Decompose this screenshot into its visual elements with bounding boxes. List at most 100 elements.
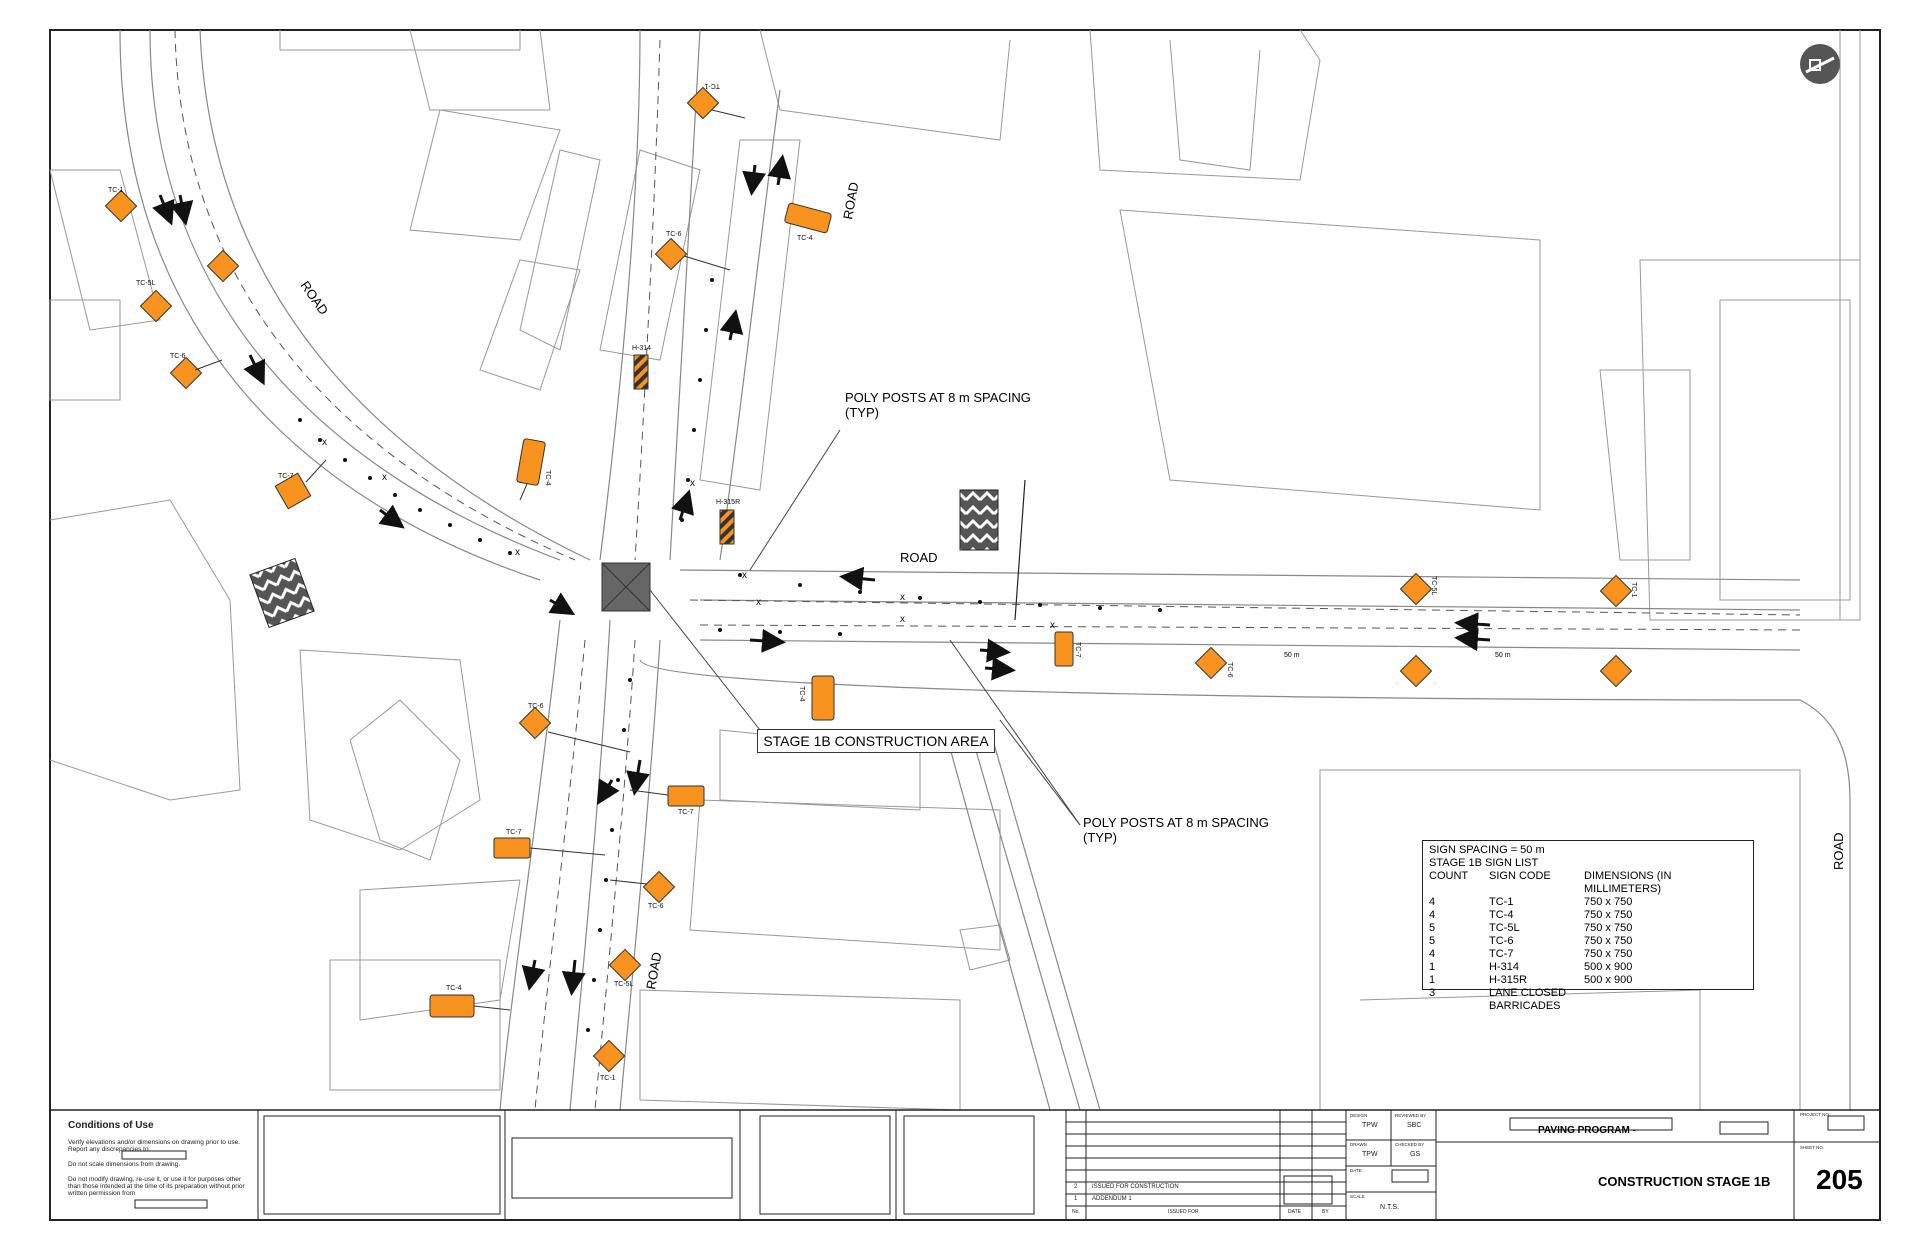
sign-tc6-s — [609, 870, 676, 904]
design-label: DESIGN — [1350, 1113, 1368, 1118]
label-tc5l-east: TC-5L — [1430, 576, 1437, 596]
label-tc4-west: TC-4 — [544, 470, 551, 486]
rev-header-by: BY — [1322, 1209, 1329, 1215]
svg-text:x: x — [900, 614, 905, 625]
sign-dimensions: 750 x 750 — [1584, 896, 1633, 908]
sign-tc1-east2 — [1599, 654, 1633, 688]
header-count: COUNT — [1429, 870, 1469, 882]
h314-marker — [633, 354, 649, 390]
label-tc6-east: TC-6 — [1226, 662, 1233, 678]
callout-poly-posts-top: POLY POSTS AT 8 m SPACING (TYP) — [845, 390, 1031, 420]
sign-tc6-north — [654, 237, 731, 271]
sign-tc6-sw — [518, 706, 631, 753]
road-label-far-east: ROAD — [1831, 832, 1846, 870]
svg-text:x: x — [382, 472, 387, 483]
condition-line: Verify elevations and/or dimensions on d… — [68, 1139, 240, 1146]
traffic-arrows — [152, 154, 1491, 996]
sign-list-table: SIGN SPACING = 50 m STAGE 1B SIGN LIST C… — [1422, 840, 1754, 1012]
sign-tc4-north — [784, 202, 832, 234]
sign-tc5l-nw — [206, 249, 240, 283]
sign-dimensions — [1584, 987, 1747, 1013]
condition-line: Do not modify drawing, re-use it, or use… — [68, 1176, 242, 1183]
revision-2-no: 2 — [1074, 1184, 1078, 1190]
sign-list-title: STAGE 1B SIGN LIST — [1429, 857, 1539, 869]
sign-count: 4 — [1429, 909, 1436, 921]
sheet-no-label: SHEET NO. — [1800, 1145, 1825, 1150]
sign-tc5l-nw2 — [139, 289, 173, 323]
road-label-south: ROAD — [643, 951, 664, 991]
svg-text:x: x — [322, 437, 327, 448]
sign-count: 5 — [1429, 922, 1436, 934]
sign-tc4-south-east — [811, 675, 835, 721]
north-arrow-icon — [1800, 44, 1840, 84]
label-tc1-east: TC-1 — [1630, 582, 1637, 598]
reviewed-value: SBC — [1407, 1122, 1422, 1129]
sign-tc1-top — [686, 86, 746, 120]
sign-count: 4 — [1429, 896, 1436, 908]
sign-dimensions: 750 x 750 — [1584, 922, 1633, 934]
conditions-title: Conditions of Use — [68, 1120, 154, 1131]
callout-poly-posts-bottom: POLY POSTS AT 8 m SPACING (TYP) — [1083, 815, 1269, 845]
label-tc5l-nw: TC-5L — [136, 280, 156, 287]
label-tc5l-s: TC-5L — [614, 981, 634, 988]
sign-count: 1 — [1429, 961, 1436, 973]
sign-list-row: 4 TC-1 750 x 750 — [1429, 896, 1747, 909]
sign-code-labels: TC-1 TC-1 TC-5L TC-6 TC-7 TC-6 TC-4 H-31… — [108, 82, 1637, 1082]
condition-line: Report any discrepancies to — [68, 1146, 149, 1153]
sign-list-header: COUNT SIGN CODE DIMENSIONS (IN MILLIMETE… — [1429, 870, 1747, 896]
callout-line: POLY POSTS AT 8 m SPACING — [845, 390, 1031, 405]
condition-line: Do not scale dimensions from drawing. — [68, 1161, 180, 1168]
sign-code: TC-1 — [1489, 896, 1514, 908]
condition-line: than those intended at the time of its p… — [68, 1183, 245, 1190]
sign-tc6-nw — [169, 356, 223, 390]
sign-dimensions: 750 x 750 — [1584, 948, 1633, 960]
sign-tc5l-east — [1399, 572, 1433, 606]
scale-value: N.T.S. — [1380, 1204, 1400, 1211]
sign-tc7-sw — [493, 837, 606, 859]
rev-header-date: DATE — [1288, 1209, 1301, 1215]
header-dimensions: DIMENSIONS (IN MILLIMETERS) — [1584, 870, 1672, 895]
sign-code: LANE CLOSED BARRICADES — [1489, 987, 1567, 1012]
sign-count: 5 — [1429, 935, 1436, 947]
drawing-title: CONSTRUCTION STAGE 1B — [1598, 1174, 1771, 1189]
callout-line: POLY POSTS AT 8 m SPACING — [1083, 815, 1269, 830]
label-tc1-s: TC-1 — [600, 1075, 616, 1082]
rev-header-issued: ISSUED FOR — [1168, 1209, 1199, 1215]
sign-count: 3 — [1429, 987, 1436, 999]
label-tc4-north: TC-4 — [797, 235, 813, 242]
drawn-label: DRAWN — [1350, 1142, 1367, 1147]
checked-value: GS — [1410, 1151, 1421, 1158]
barricade-1 — [959, 489, 999, 551]
sign-code: H-314 — [1489, 961, 1519, 973]
svg-text:x: x — [900, 592, 905, 603]
svg-text:x: x — [1050, 620, 1055, 631]
sign-dimensions: 500 x 900 — [1584, 974, 1633, 986]
label-h314: H-314 — [632, 345, 651, 352]
rev-header-no: No. — [1072, 1209, 1080, 1215]
sign-count: 4 — [1429, 948, 1436, 960]
sign-tc4-west — [516, 438, 546, 501]
sign-tc6-east — [1194, 646, 1228, 680]
barricade-2 — [249, 557, 315, 629]
sign-list-row: 1 H-314 500 x 900 — [1429, 961, 1747, 974]
sign-tc4-sw — [429, 994, 511, 1018]
svg-text:x: x — [515, 547, 520, 558]
distance-label-2: 50 m — [1495, 652, 1511, 659]
sign-tc1-nw — [104, 189, 138, 223]
traffic-signs — [104, 86, 1633, 1073]
sheet-number: 205 — [1816, 1164, 1863, 1195]
label-tc1-top: TC-1 — [704, 82, 720, 89]
sign-tc7-east — [1054, 631, 1074, 667]
road-label-west: ROAD — [298, 278, 332, 317]
svg-text:x: x — [756, 597, 761, 608]
revision-1-no: 1 — [1074, 1196, 1078, 1202]
label-h315r: H-315R — [716, 499, 740, 506]
sign-tc5l-east2 — [1399, 654, 1433, 688]
sign-dimensions: 500 x 900 — [1584, 961, 1633, 973]
